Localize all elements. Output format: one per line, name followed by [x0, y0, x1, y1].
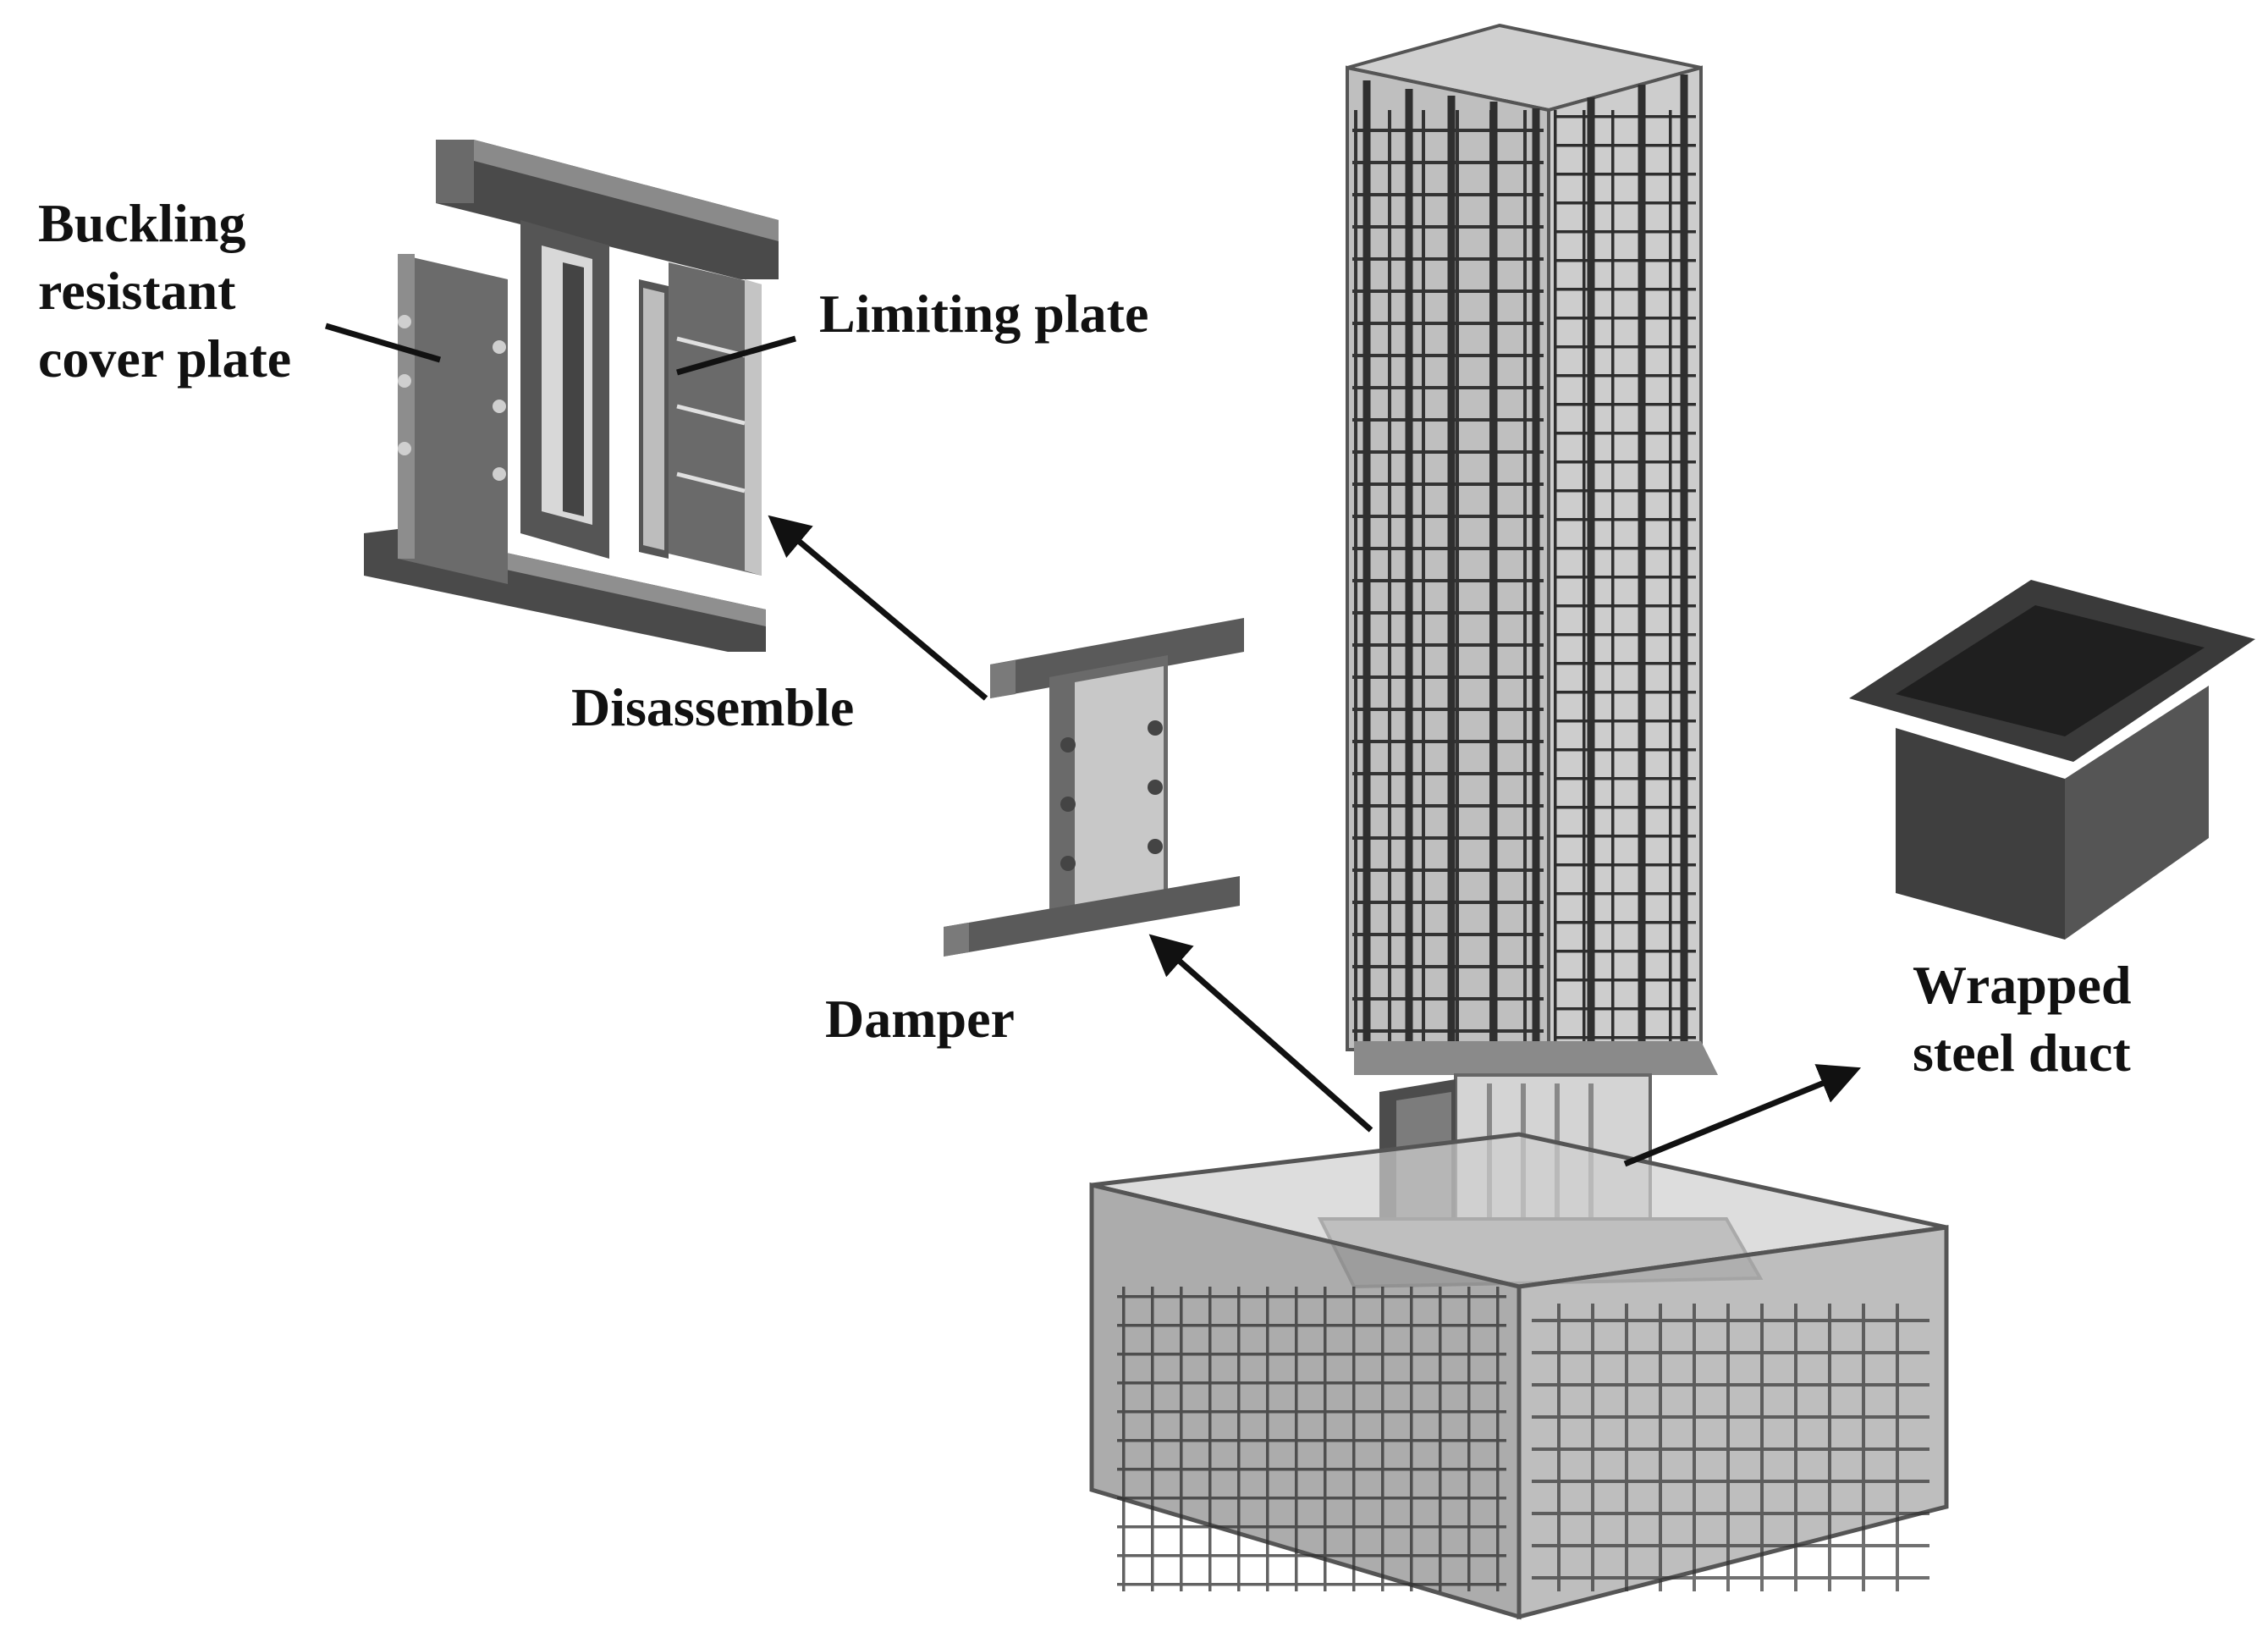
- rc-column: [1317, 23, 1764, 1289]
- label-disassemble: Disassemble: [571, 677, 854, 737]
- duct-arrow: [1623, 1064, 1862, 1167]
- cover-plate-shape: [398, 254, 508, 584]
- assembled-damper: [944, 618, 1244, 957]
- disassemble-arrow: [768, 515, 988, 701]
- labels: Buckling resistant cover plate Limiting …: [38, 193, 2131, 1083]
- label-limiting-plate: Limiting plate: [819, 284, 1148, 344]
- label-buckling-2: resistant: [38, 261, 236, 321]
- wrapped-steel-duct: [1849, 580, 2255, 940]
- cover-plate-leader: [325, 323, 441, 363]
- leader-lines: [325, 323, 1862, 1167]
- label-duct-2: steel duct: [1913, 1023, 2131, 1083]
- label-damper: Damper: [825, 989, 1015, 1049]
- foundation: [1089, 1132, 1949, 1620]
- label-duct-1: Wrapped: [1913, 955, 2131, 1015]
- damper-arrow: [1148, 934, 1373, 1133]
- exploded-damper: [364, 140, 779, 652]
- limiting-plate-leader: [676, 335, 796, 376]
- label-buckling-3: cover plate: [38, 328, 291, 389]
- label-buckling-1: Buckling: [38, 193, 245, 253]
